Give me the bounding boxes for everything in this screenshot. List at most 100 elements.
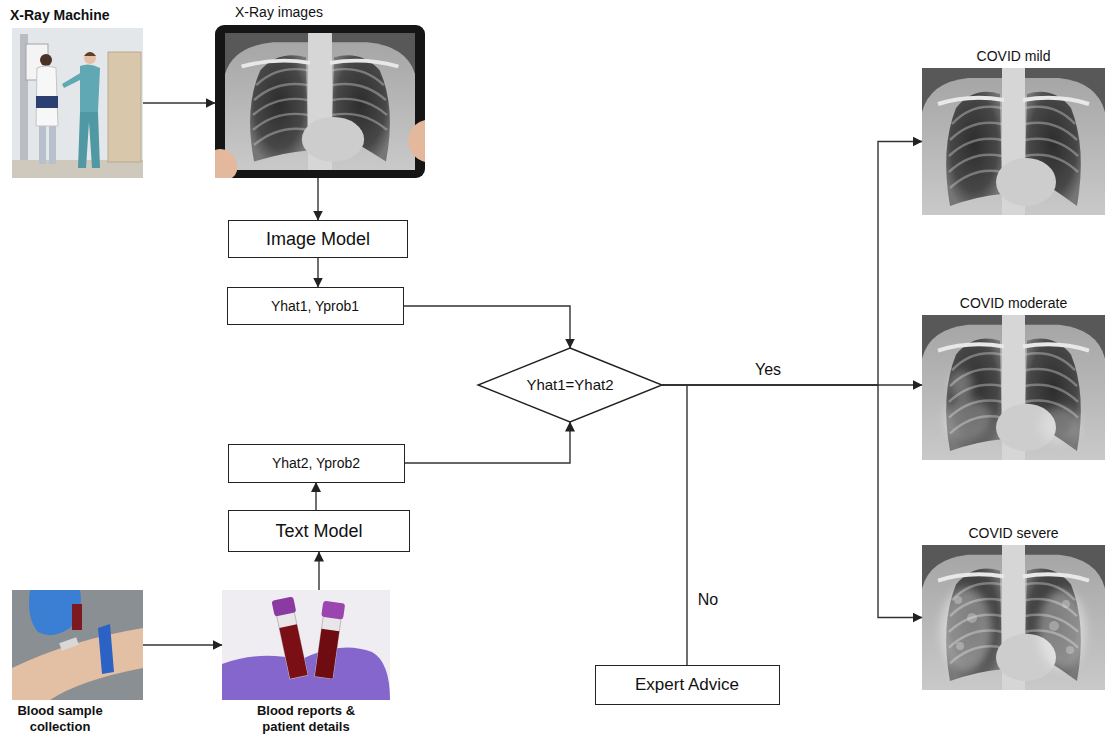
image-caption: COVID severe xyxy=(922,525,1105,542)
blood-tubes-photo-part xyxy=(313,601,345,679)
blood-sample-photo-part xyxy=(12,628,143,700)
covid-moderate-xray-part-part-part xyxy=(950,371,974,399)
flow-arrow xyxy=(405,422,571,463)
tablet-xray-photo-part xyxy=(215,25,425,178)
covid-moderate-xray-part xyxy=(922,315,1105,460)
decision-diamond: Yhat1=Yhat2 xyxy=(478,348,662,422)
covid-severe-xray-part-part-part xyxy=(954,596,962,604)
photo-panel: Blood sample collection xyxy=(12,590,143,734)
image-caption: Blood sample collection xyxy=(8,703,112,734)
image-caption: COVID mild xyxy=(922,48,1105,65)
covid-severe-xray-part xyxy=(940,588,1086,672)
flow-arrow xyxy=(318,552,319,590)
covid-severe-xray-part-part-part xyxy=(1066,646,1074,654)
blood-tubes-photo-part-part xyxy=(271,596,296,616)
blood-sample-photo-part xyxy=(72,604,82,630)
photo-panel: Blood reports & patient details xyxy=(222,590,390,734)
xray-machine-photo-part xyxy=(78,112,100,168)
xray-machine-photo-part xyxy=(40,54,52,66)
xray-machine-photo-part xyxy=(80,64,100,112)
xray-machine-photo xyxy=(12,28,143,178)
photo-frame xyxy=(922,545,1105,690)
output-box: Yhat2, Yprob2 xyxy=(228,444,405,483)
image-caption: X-Ray Machine xyxy=(10,7,160,24)
blood-sample-photo-part xyxy=(98,624,114,674)
blood-sample-photo-part xyxy=(59,637,79,651)
blood-tubes-photo-part-part xyxy=(315,629,340,679)
xray-result: COVID moderate xyxy=(922,295,1105,460)
tablet-xray-photo-part xyxy=(408,120,425,162)
photo-frame xyxy=(12,28,143,178)
blood-tubes-photo-part xyxy=(271,596,309,679)
covid-moderate-xray-part-part xyxy=(944,371,1080,443)
xray-machine-photo-part xyxy=(84,52,96,64)
tablet-xray-photo-part xyxy=(225,33,415,170)
diamond-shape xyxy=(478,348,662,422)
xray-machine-photo-part xyxy=(36,96,58,108)
xray-machine-photo-part xyxy=(39,126,46,164)
process-box: Text Model xyxy=(228,510,410,552)
node-label: Text Model xyxy=(275,521,362,542)
photo-panel: X-Ray images xyxy=(215,4,425,178)
xray-machine-photo-part xyxy=(49,126,56,164)
flow-arrow xyxy=(662,142,922,386)
flow-arrow xyxy=(143,102,215,103)
xray-machine-photo-part xyxy=(12,160,143,178)
edge-label: Yes xyxy=(752,360,784,379)
flow-arrow xyxy=(662,385,922,618)
photo-frame xyxy=(12,590,143,700)
xray-machine-photo-part xyxy=(12,28,143,178)
flow-arrow xyxy=(143,644,222,645)
photo-panel: X-Ray Machine xyxy=(12,7,160,178)
flow-arrow xyxy=(315,483,316,511)
photo-frame xyxy=(922,68,1105,215)
xray-machine-photo-part xyxy=(84,52,96,56)
covid-severe-xray-part-part-part xyxy=(956,642,964,650)
covid-severe-xray-part-part-part xyxy=(1038,590,1086,670)
covid-severe-xray xyxy=(922,545,1105,690)
xray-machine-photo-part xyxy=(62,72,84,88)
flow-arrow xyxy=(662,385,687,665)
tablet-xray-photo xyxy=(215,25,425,178)
xray-machine-photo-part xyxy=(36,66,58,126)
blood-tubes-photo xyxy=(222,590,390,700)
xray-result: COVID mild xyxy=(922,48,1105,215)
xray-machine-photo-part xyxy=(108,52,141,162)
covid-severe-xray-part-part xyxy=(954,596,1074,654)
covid-severe-xray-part-part-part xyxy=(967,613,977,623)
covid-severe-xray-part-part-part xyxy=(1062,600,1070,608)
process-box: Expert Advice xyxy=(595,665,780,705)
edge-label: No xyxy=(695,590,721,609)
blood-tubes-photo-part xyxy=(222,590,390,700)
image-caption: Blood reports & patient details xyxy=(241,703,371,734)
covid-moderate-xray-part xyxy=(944,371,1080,443)
photo-frame xyxy=(215,25,425,178)
flow-arrow xyxy=(404,306,571,348)
image-caption: COVID moderate xyxy=(922,295,1105,312)
covid-moderate-xray-part-part-part xyxy=(1040,407,1080,443)
xray-result: COVID severe xyxy=(922,525,1105,690)
flow-arrow xyxy=(317,258,318,287)
covid-mild-xray xyxy=(922,68,1105,215)
blood-sample-photo-part xyxy=(12,590,143,700)
node-label: Yhat1, Yprob1 xyxy=(271,298,359,314)
covid-severe-xray-part xyxy=(922,545,1105,690)
covid-moderate-xray-part-part-part xyxy=(944,398,992,442)
flow-arrow xyxy=(317,178,318,220)
blood-tubes-photo-part-part xyxy=(279,624,307,679)
output-box: Yhat1, Yprob1 xyxy=(227,287,404,325)
node-label: Image Model xyxy=(266,229,370,250)
covid-moderate-xray xyxy=(922,315,1105,460)
blood-tubes-photo-part-part xyxy=(315,615,341,679)
node-label: Expert Advice xyxy=(635,675,739,695)
photo-frame xyxy=(922,315,1105,460)
covid-severe-xray-part-part-part xyxy=(940,588,992,672)
blood-sample-photo xyxy=(12,590,143,700)
photo-frame xyxy=(222,590,390,700)
image-caption: X-Ray images xyxy=(235,4,415,21)
process-box: Image Model xyxy=(228,220,408,258)
covid-severe-xray-part-part-part xyxy=(1049,621,1059,631)
node-label: Yhat1=Yhat2 xyxy=(526,376,613,393)
blood-tubes-photo-part-part xyxy=(321,601,345,620)
